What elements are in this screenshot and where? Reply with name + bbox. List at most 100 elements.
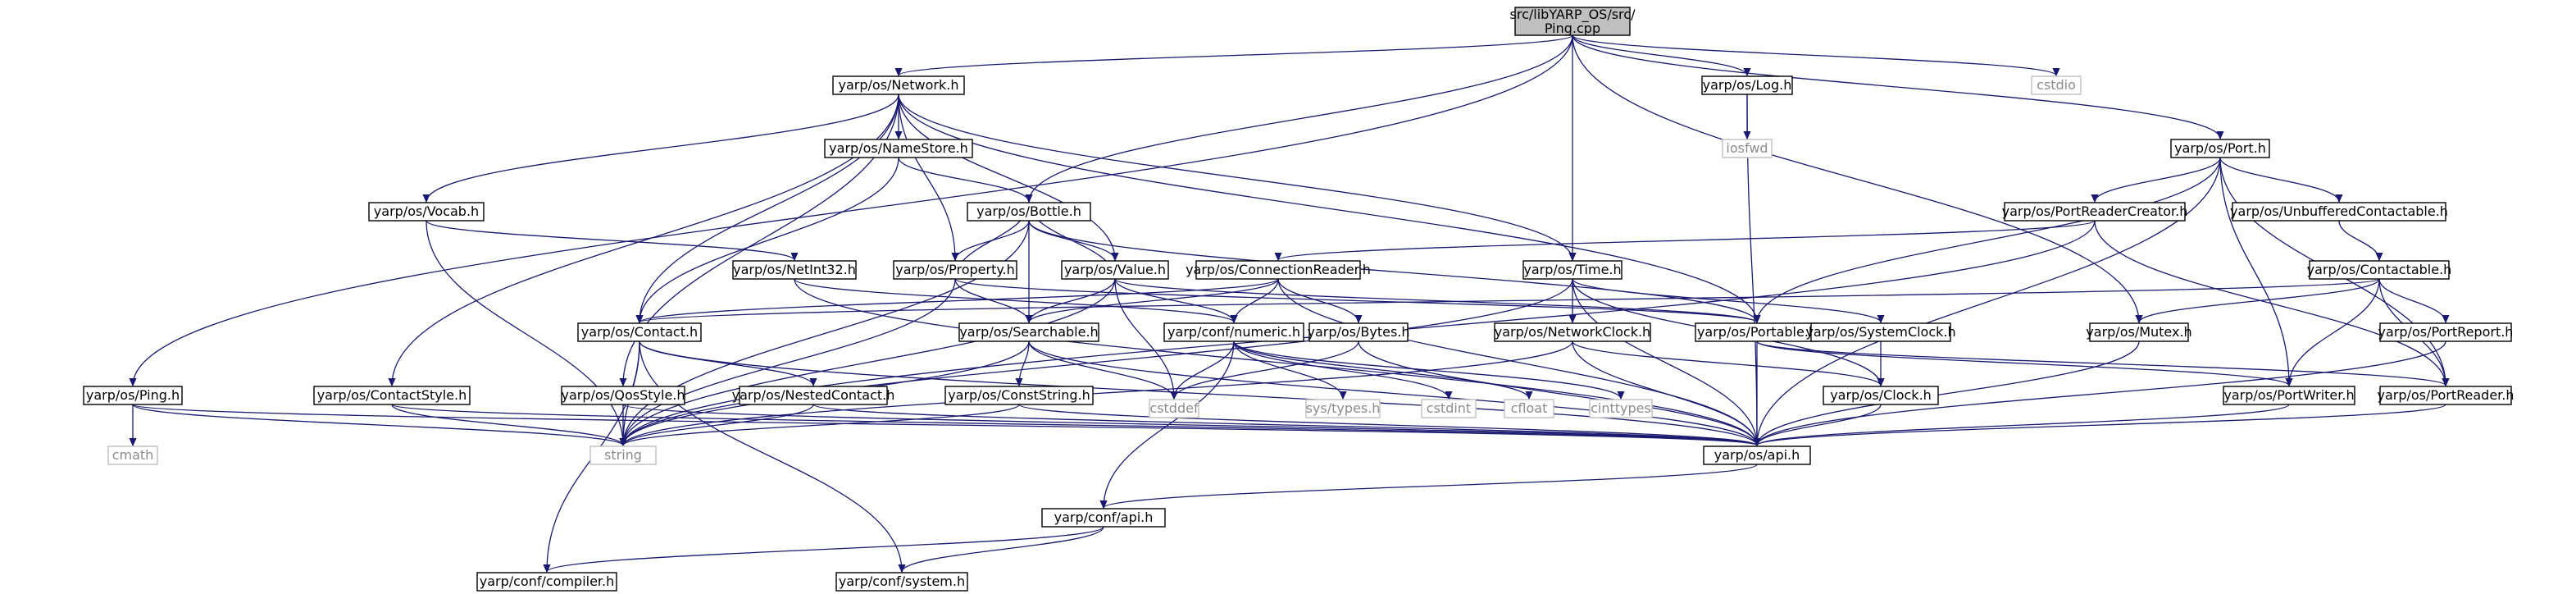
node-qosstyle[interactable]: yarp/os/QosStyle.h [561,386,685,405]
node-box [1061,260,1169,280]
node-root[interactable]: src/libYARP_OS/src/Ping.cpp [1510,7,1636,36]
node-namestore[interactable]: yarp/os/NameStore.h [824,139,973,158]
node-label: cfloat [1511,400,1548,416]
node-label: yarp/os/NetInt32.h [733,262,856,277]
node-box [1041,508,1166,528]
edge-network-to-time [898,94,1572,260]
node-box [832,75,965,95]
edge-namestore-to-bottle [898,157,1029,202]
node-compiler[interactable]: yarp/conf/compiler.h [476,572,617,592]
node-label: yarp/conf/api.h [1054,509,1154,525]
node-netint32[interactable]: yarp/os/NetInt32.h [732,260,857,280]
edge-contactstyle-to-api [391,404,1757,446]
edge-value-to-numeric [1114,278,1234,322]
node-label: yarp/os/ConnectionReader.h [1186,262,1371,277]
node-label: yarp/os/Clock.h [1830,387,1932,403]
node-box [1823,386,1939,405]
node-log[interactable]: yarp/os/Log.h [1701,75,1793,95]
node-box [2223,386,2355,405]
node-api[interactable]: yarp/os/api.h [1703,446,1811,465]
node-sysclock[interactable]: yarp/os/SystemClock.h [1805,322,1956,342]
node-bottle[interactable]: yarp/os/Bottle.h [967,202,1091,222]
node-connreader[interactable]: yarp/os/ConnectionReader.h [1186,260,1371,280]
node-box [958,322,1099,342]
node-label: iosfwd [1726,140,1768,156]
edge-contact-to-system [639,340,902,572]
node-label: yarp/os/PortWriter.h [2223,387,2354,403]
edge-network-to-property [898,94,955,260]
node-property[interactable]: yarp/os/Property.h [893,260,1017,280]
node-box [2170,139,2270,158]
node-label: string [604,447,642,463]
node-portwriter[interactable]: yarp/os/PortWriter.h [2223,386,2355,405]
node-system[interactable]: yarp/conf/system.h [835,572,968,592]
node-numeric[interactable]: yarp/conf/numeric.h [1163,322,1304,342]
node-unbuffered[interactable]: yarp/os/UnbufferedContactable.h [2230,202,2448,222]
edge-portable-to-portreader [1756,340,2446,386]
node-value[interactable]: yarp/os/Value.h [1061,260,1169,280]
node-box [107,446,158,465]
edge-netclock-to-api [1572,340,1757,446]
node-label: yarp/os/Property.h [895,262,1015,277]
node-label: cstddef [1149,400,1199,416]
node-box [589,446,657,465]
node-network[interactable]: yarp/os/Network.h [832,75,965,95]
node-ping[interactable]: yarp/os/Ping.h [83,386,183,405]
node-label: yarp/os/QosStyle.h [561,387,685,403]
edge-port-to-unbuffered [2219,157,2339,202]
edge-contact-to-api [639,340,1757,446]
node-label: yarp/os/Bottle.h [976,203,1081,219]
node-box [824,139,973,158]
edge-portreader-to-api [1757,404,2446,446]
node-netclock[interactable]: yarp/os/NetworkClock.h [1494,322,1651,342]
node-box [739,386,888,405]
node-box [967,202,1091,222]
edge-value-to-cstddef [1114,278,1174,399]
node-contact[interactable]: yarp/os/Contact.h [577,322,702,342]
node-portreadercreator[interactable]: yarp/os/PortReaderCreator.h [2002,202,2188,222]
node-portable[interactable]: yarp/os/Portable.h [1695,322,1819,342]
node-vocab[interactable]: yarp/os/Vocab.h [368,202,485,222]
node-box [1504,399,1554,418]
node-portreader[interactable]: yarp/os/PortReader.h [2377,386,2515,405]
node-bytes[interactable]: yarp/os/Bytes.h [1307,322,1410,342]
node-box [368,202,485,222]
node-mutex[interactable]: yarp/os/Mutex.h [2086,322,2192,342]
node-box [1514,7,1631,36]
edge-port-to-api [1757,157,2221,446]
edge-vocab-to-string [426,220,623,446]
node-label: cinttypes [1591,400,1651,416]
node-searchable[interactable]: yarp/os/Searchable.h [958,322,1099,342]
node-label: yarp/os/Time.h [1523,262,1621,277]
node-contactable[interactable]: yarp/os/Contactable.h [2307,260,2452,280]
node-portreport[interactable]: yarp/os/PortReport.h [2378,322,2514,342]
node-label: yarp/os/Portable.h [1697,324,1817,340]
node-label: yarp/os/api.h [1714,447,1800,463]
node-confapi[interactable]: yarp/conf/api.h [1041,508,1166,528]
node-label: cmath [112,447,154,463]
node-box [1195,260,1361,280]
node-label: yarp/os/Network.h [839,77,959,93]
node-systypes: sys/types.h [1305,399,1381,418]
node-box [2379,386,2512,405]
node-clock[interactable]: yarp/os/Clock.h [1823,386,1939,405]
node-port[interactable]: yarp/os/Port.h [2170,139,2270,158]
node-label: yarp/os/NestedContact.h [732,387,895,403]
edge-vocab-to-netint32 [426,220,794,260]
edge-numeric-to-cstdint [1233,340,1449,399]
node-nestedcontact[interactable]: yarp/os/NestedContact.h [732,386,895,405]
node-box [1522,260,1623,280]
node-cinttypes: cinttypes [1589,399,1653,418]
edge-nestedcontact-to-string [623,404,814,446]
edge-nestedcontact-to-api [812,404,1757,446]
edge-numeric-to-cfloat [1233,340,1529,399]
node-time[interactable]: yarp/os/Time.h [1522,260,1623,280]
node-label: yarp/os/Bytes.h [1307,324,1409,340]
edge-namestore-to-contact [639,157,899,322]
node-contactstyle[interactable]: yarp/os/ContactStyle.h [313,386,471,405]
node-box [1305,399,1381,418]
node-conststring[interactable]: yarp/os/ConstString.h [944,386,1094,405]
node-label: yarp/os/NameStore.h [829,140,968,156]
node-box [2004,202,2186,222]
